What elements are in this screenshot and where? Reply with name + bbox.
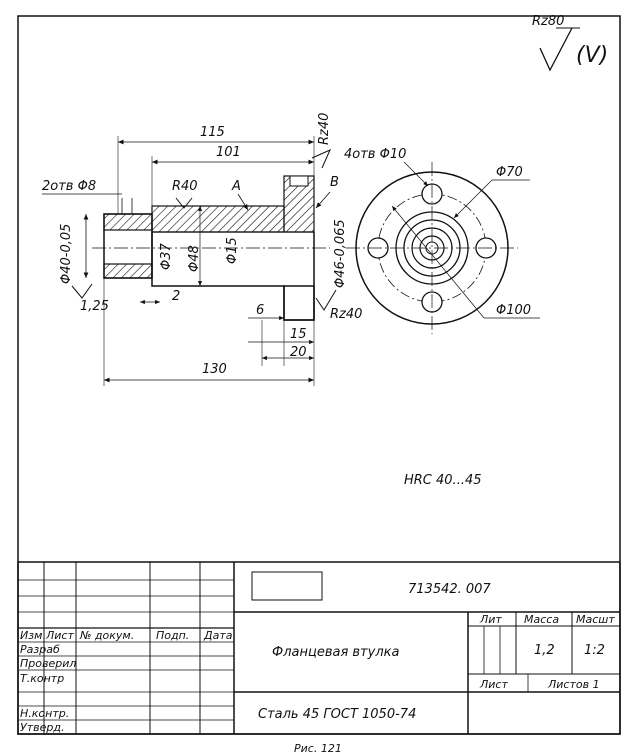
dim-d37: Φ37 <box>159 242 174 270</box>
title-block: Изм Лист № докум. Подп. Дата Разраб Пров… <box>17 561 621 735</box>
dim-d100: Φ100 <box>496 303 531 318</box>
drawing-number: 713542. 007 <box>408 582 491 597</box>
mass-label: Масса <box>524 613 559 626</box>
dim-6: 6 <box>256 303 264 318</box>
dim-130: 130 <box>202 362 227 377</box>
dim-115: 115 <box>200 125 225 140</box>
dim-20: 20 <box>290 345 307 360</box>
part-name: Фланцевая втулка <box>272 645 399 660</box>
role-tcontrol: Т.контр <box>20 672 64 685</box>
roughness-bore: R40 <box>172 179 198 194</box>
header-doc: № докум. <box>79 629 134 642</box>
hardness-note: HRC 40...45 <box>404 473 482 488</box>
header-date: Дата <box>203 629 233 642</box>
material: Сталь 45 ГОСТ 1050-74 <box>258 707 416 722</box>
dim-d46: Φ46-0,065 <box>333 219 348 288</box>
roughness-flange-bottom: Rz40 <box>330 307 362 322</box>
dim-holes-right: 4отв Φ10 <box>344 147 406 162</box>
front-view: Φ70 Φ100 <box>346 161 540 334</box>
figure-caption: Рис. 121 <box>294 742 342 755</box>
body-top-hatch <box>151 205 285 233</box>
dim-holes-left: 2отв Φ8 <box>42 179 96 194</box>
roughness-left-end: 1,25 <box>80 299 109 314</box>
dim-2: 2 <box>172 289 180 304</box>
label-a: A <box>231 179 241 194</box>
left-hub-bottom-hatch <box>103 263 153 279</box>
role-checker: Проверил <box>20 657 76 670</box>
flange-lower <box>283 285 315 321</box>
role-ncontrol: Н.контр. <box>20 707 69 720</box>
scale-value: 1:2 <box>584 643 605 658</box>
role-developer: Разраб <box>20 643 60 656</box>
left-hub-top-hatch <box>103 213 153 231</box>
side-section-view <box>92 175 330 321</box>
header-sign: Подп. <box>156 629 189 642</box>
side-dimensions: 115 101 2отв Φ8 R40 A B Rz40 4отв Φ10 Φ4… <box>42 113 406 386</box>
sheet-label: Лист <box>479 678 508 691</box>
dim-d15: Φ15 <box>225 237 240 264</box>
dim-15b: 15 <box>290 327 307 342</box>
dim-d70: Φ70 <box>496 165 523 180</box>
dim-101: 101 <box>216 145 241 160</box>
roughness-face-right: Rz40 <box>317 113 332 145</box>
dim-d40: Φ40-0,05 <box>59 224 74 284</box>
sheets-label: Листов 1 <box>547 678 600 691</box>
lit-label: Лит <box>479 613 502 626</box>
mass-value: 1,2 <box>534 643 555 658</box>
header-list: Лист <box>45 629 74 642</box>
role-approved: Утверд. <box>20 721 64 734</box>
header-izm: Изм <box>20 629 42 642</box>
roughness-general-label: Rz80 <box>532 14 564 29</box>
roughness-general-suffix: (V) <box>576 43 608 68</box>
general-roughness-symbol: Rz80 (V) <box>532 14 608 72</box>
scale-label: Масшт <box>576 613 615 626</box>
label-b: B <box>330 175 339 190</box>
